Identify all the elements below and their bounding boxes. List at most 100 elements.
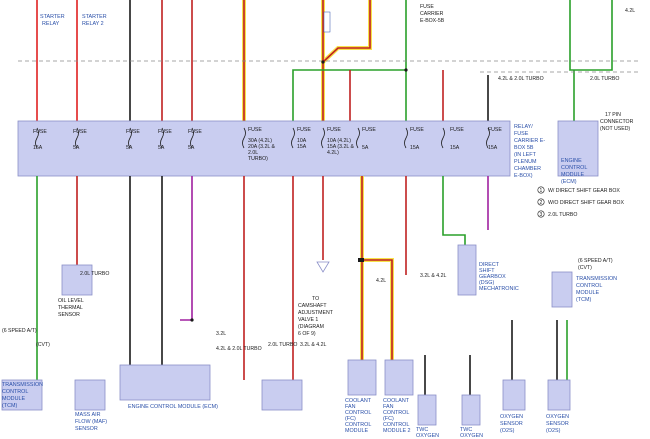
twc2-box — [461, 394, 481, 426]
fuse-9-rating: 5A — [362, 145, 369, 151]
maf-line-2: FLOW (MAF) — [75, 419, 107, 425]
note-20-turbo-oil: 2.0L TURBO — [80, 271, 109, 277]
fuse-carrier-label-2: CARRIER — [420, 11, 444, 17]
tcm-left-box — [1, 379, 43, 411]
camshaft-line-6: 6 OF 9) — [298, 331, 316, 337]
camshaft-line-1: TO — [312, 296, 319, 302]
camshaft-line-4: VALVE 1 — [298, 317, 318, 323]
cfc2-line-4: (FC) — [383, 416, 394, 422]
fuse-8-rating-a: 10A (4.2L) — [327, 138, 351, 144]
splice-dots — [190, 60, 408, 322]
dsg-line-2: SHIFT — [479, 268, 495, 274]
fuse-3-label: FUSE — [126, 129, 140, 135]
tcm-right-box — [551, 271, 573, 308]
tcm-left-note: (6 SPEED A/T) — [2, 328, 37, 334]
wire-grn-ecm — [569, 0, 613, 71]
legend-text-1: W/ DIRECT SHIFT GEAR BOX — [548, 188, 620, 194]
dsg-line-1: DIRECT — [479, 262, 500, 268]
wire-red-grn-2 — [362, 259, 393, 380]
fuse-6-rating-c: 2.0L — [248, 150, 258, 156]
fuse-10-label: FUSE — [410, 127, 424, 133]
tcm-right-note: (6 SPEED A/T) — [578, 258, 613, 264]
tcm-left-line-2: CONTROL — [2, 389, 28, 395]
fuse-carrier-box — [17, 120, 511, 177]
starter-relay2-label-1: STARTER — [82, 14, 107, 20]
fuse-7-rating-b: 15A — [297, 144, 307, 150]
fuse-row: FUSE 15A FUSE 5A FUSE 5A FUSE 5A FUSE 5A… — [33, 127, 502, 162]
maf-sensor-box — [74, 379, 106, 411]
cfc1-line-1: COOLANT — [345, 398, 372, 404]
o2s1-box — [502, 379, 526, 411]
fuse-6-rating-b: 20A (3.2L & — [248, 144, 275, 150]
cfc2-line-2: FAN — [383, 404, 394, 410]
connector-line-1: 17 PIN — [605, 112, 621, 118]
cfc2-line-6: MODULE 2 — [383, 428, 411, 434]
cfc1-box — [347, 359, 377, 396]
cfc2-box — [384, 359, 414, 396]
tcm-left-line-1: TRANSMISSION — [2, 382, 43, 388]
o2s1-line-2: SENSOR — [500, 421, 523, 427]
legend-num-3: 3 — [540, 212, 543, 218]
fuse-8-rating-b: 15A (3.2L & — [327, 144, 354, 150]
camshaft-line-5: (DIAGRAM — [298, 324, 324, 330]
legend-text-2: W/O DIRECT SHIFT GEAR BOX — [548, 200, 624, 206]
twc1-line-2: OXYGEN — [416, 433, 439, 439]
camshaft-line-2: CAMSHAFT — [298, 303, 327, 309]
fuse-4-label: FUSE — [158, 129, 172, 135]
ecm-bottom-box — [119, 364, 211, 401]
tcm-left-cvt: (CVT) — [36, 342, 50, 348]
fuse-9-label: FUSE — [362, 127, 376, 133]
carrier-line-1: RELAY/ — [514, 124, 533, 130]
twc2-line-1: TWC — [460, 427, 472, 433]
o2s1-line-3: (O2S) — [500, 428, 515, 434]
starter-relay2-label-2: RELAY 2 — [82, 21, 104, 27]
note-42-top: 4.2L — [625, 8, 635, 14]
oil-level-line-3: SENSOR — [58, 312, 80, 318]
legend-text-3: 2.0L TURBO — [548, 212, 577, 218]
o2s1-line-1: OXYGEN — [500, 414, 523, 420]
fuse-7-rating-a: 10A — [297, 138, 307, 144]
fuse-4-rating: 5A — [158, 145, 165, 151]
dsg-box — [457, 244, 477, 296]
fuse-6-rating-a: 30A (4.2L) — [248, 138, 272, 144]
fuse-7-label: FUSE — [297, 127, 311, 133]
camshaft-arrow — [316, 261, 330, 273]
tcm-right-line-3: MODULE — [576, 290, 599, 296]
note-42-20: 4.2L & 2.0L TURBO — [216, 346, 262, 352]
tcm-left-line-4: (TCM) — [2, 403, 17, 409]
fuse-8-rating-c: 4.2L) — [327, 150, 339, 156]
ecm-bottom-label: ENGINE CONTROL MODULE (ECM) — [128, 404, 218, 410]
note-32: 3.2L — [216, 331, 226, 337]
maf-line-3: SENSOR — [75, 426, 98, 432]
fuse-12-rating: 15A — [488, 145, 498, 151]
fuse-symbols — [35, 127, 490, 149]
fuse-8-label: FUSE — [327, 127, 341, 133]
dsg-line-5: MECHATRONIC — [479, 286, 519, 292]
starter-relay-label-2: RELAY — [42, 21, 60, 27]
twc1-box — [417, 394, 437, 426]
carrier-line-8: E-BOX) — [514, 173, 533, 179]
ecm-top-line-1: ENGINE — [561, 158, 582, 164]
carrier-line-5: (IN LEFT — [514, 152, 537, 158]
cfc2-line-5: CONTROL — [383, 422, 409, 428]
legend-num-2: 2 — [540, 200, 543, 206]
cfc2-line-1: COOLANT — [383, 398, 410, 404]
relay-fuse-carrier-label: RELAY/ FUSE CARRIER E- BOX 5B (IN LEFT P… — [514, 124, 545, 179]
note-20-turbo-b: 2.0L TURBO — [268, 342, 297, 348]
ecm-top-line-3: MODULE — [561, 172, 584, 178]
fuse-5-label: FUSE — [188, 129, 202, 135]
note-42-20: 4.2L & 2.0L TURBO — [498, 76, 544, 82]
carrier-line-6: PLENUM — [514, 159, 537, 165]
carrier-line-7: CHAMBER — [514, 166, 541, 172]
dsg-line-3: GEARBOX — [479, 274, 506, 280]
fuse-10-rating: 15A — [410, 145, 420, 151]
twc1-line-1: TWC — [416, 427, 428, 433]
tcm-right-line-2: CONTROL — [576, 283, 602, 289]
note-42-cfc: 4.2L — [376, 278, 386, 284]
fuse-carrier-label-1: FUSE — [420, 4, 434, 10]
wire-vio — [180, 176, 193, 321]
ecm-top-line-2: CONTROL — [561, 165, 587, 171]
starter-relay-label-1: STARTER — [40, 14, 65, 20]
cfc1-line-2: FAN — [345, 404, 356, 410]
fuse-2-label: FUSE — [73, 129, 87, 135]
